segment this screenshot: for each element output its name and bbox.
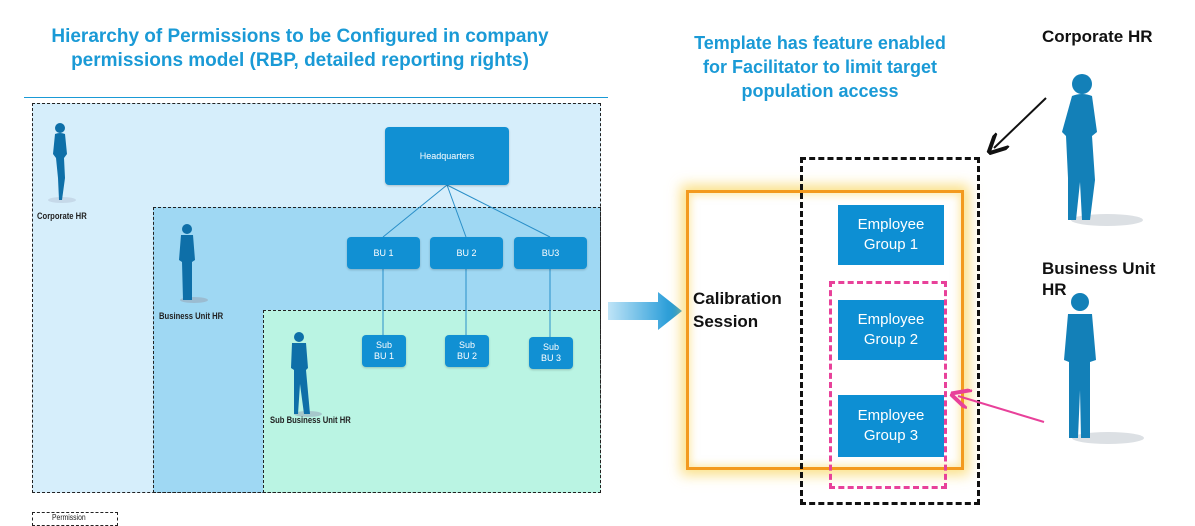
corporate-hr-label: Corporate HR [37, 211, 87, 221]
left-title: Hierarchy of Permissions to be Configure… [51, 26, 549, 71]
corporate-hr-scope [800, 157, 980, 505]
corporate-hr-arrow [994, 97, 1047, 148]
flow-arrow-icon [608, 292, 682, 330]
business-unit-hr-person-icon [1064, 293, 1144, 444]
sub-business-unit-hr-label: Sub Business Unit HR [270, 415, 351, 425]
employee-group-3: Employee Group 3 [838, 395, 944, 457]
business-unit-hr-figure-icon [179, 224, 208, 303]
sub-bu-1-node: Sub BU 1 [362, 335, 406, 367]
bu-3-node: BU3 [514, 237, 587, 269]
employee-group-1: Employee Group 1 [838, 205, 944, 265]
employee-group-2: Employee Group 2 [838, 300, 944, 360]
corporate-hr-title: Corporate HR [1042, 27, 1153, 46]
business-unit-hr-scope [829, 281, 947, 489]
hierarchy-connectors [382, 184, 551, 337]
sub-bu-2-node: Sub BU 2 [445, 335, 489, 367]
pointer-arrows [940, 97, 1047, 423]
bu-1-node: BU 1 [347, 237, 420, 269]
bu-2-node: BU 2 [430, 237, 503, 269]
business-unit-hr-arrow [958, 396, 1045, 423]
sub-business-unit-zone-border [263, 310, 601, 493]
business-unit-hr-title: Business Unit HR [1042, 259, 1156, 299]
right-title: Template has feature enabled for Facilit… [694, 33, 946, 101]
calibration-session-box [686, 190, 964, 470]
business-unit-hr-label: Business Unit HR [159, 311, 224, 321]
sub-business-unit-hr-figure-icon [291, 332, 322, 417]
calibration-session-label: Calibration Session [693, 289, 782, 331]
legend-label: Permission [52, 513, 86, 522]
sub-bu-3-node: Sub BU 3 [529, 337, 573, 369]
corporate-hr-person-icon [1062, 74, 1143, 226]
corporate-hr-figure-icon [48, 123, 76, 203]
title-underline [24, 97, 608, 98]
headquarters-node: Headquarters [385, 127, 509, 185]
